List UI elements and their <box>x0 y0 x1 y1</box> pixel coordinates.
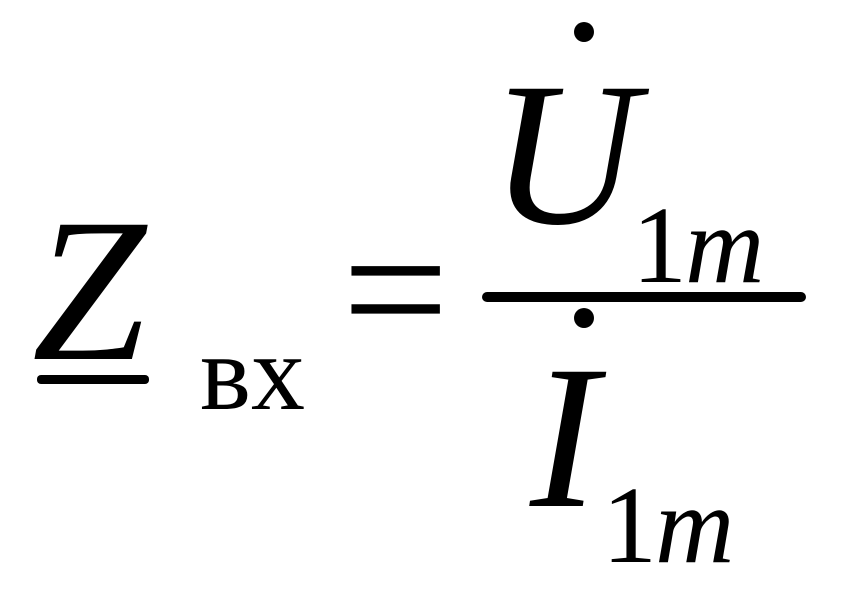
current-subscript-letter: m <box>655 464 735 586</box>
voltage-subscript-letter: m <box>685 184 765 306</box>
complex-underline <box>37 375 149 384</box>
phasor-dot-current <box>574 308 594 328</box>
fraction-bar <box>482 292 806 302</box>
current-symbol: I <box>530 324 599 551</box>
impedance-symbol: Z <box>32 177 147 404</box>
voltage-subscript-digit: 1 <box>632 184 687 306</box>
current-subscript-digit: 1 <box>602 464 657 586</box>
voltage-symbol: U <box>490 41 639 268</box>
impedance-subscript: вх <box>200 314 305 433</box>
phasor-dot-voltage <box>574 22 594 42</box>
equals-sign: = <box>342 185 450 395</box>
